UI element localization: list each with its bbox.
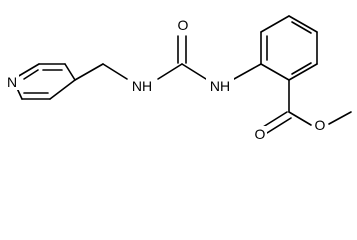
atom-nh-left: NH	[128, 78, 156, 94]
bond	[102, 63, 128, 80]
bond	[16, 63, 40, 78]
aromatic-inner-bond	[291, 62, 312, 75]
atom-nh-right: NH	[206, 78, 234, 94]
chemical-structure-diagram: N NH O NH O O	[5, 15, 352, 142]
bond	[288, 15, 318, 33]
atom-pyridine-n: N	[5, 74, 19, 90]
bond	[64, 63, 76, 81]
bond	[288, 111, 312, 126]
bond	[74, 63, 104, 81]
aromatic-inner-bond	[291, 21, 312, 34]
atom-ester-carbonyl-o: O	[253, 126, 267, 142]
ester-carbonyl-double-bond	[266, 117, 292, 134]
atom-label: NH	[132, 78, 152, 94]
atom-label: O	[255, 126, 266, 142]
benzene-ring	[260, 15, 318, 81]
atom-carbonyl-o: O	[176, 17, 190, 33]
bond	[157, 63, 183, 80]
atom-label: N	[7, 74, 17, 90]
atom-label: O	[178, 17, 189, 33]
aromatic-inner-bond	[23, 69, 39, 80]
atom-label: NH	[210, 78, 230, 94]
atom-ester-o: O	[313, 117, 327, 133]
bond	[288, 63, 318, 81]
bond	[328, 111, 352, 125]
ester-carbonyl-double-bond	[262, 111, 288, 128]
atom-label: O	[315, 117, 326, 133]
bond	[49, 79, 76, 100]
pyridine-ring	[15, 63, 76, 100]
bond	[181, 63, 207, 80]
bond	[260, 15, 290, 33]
bond	[233, 63, 262, 80]
bond	[260, 63, 290, 81]
